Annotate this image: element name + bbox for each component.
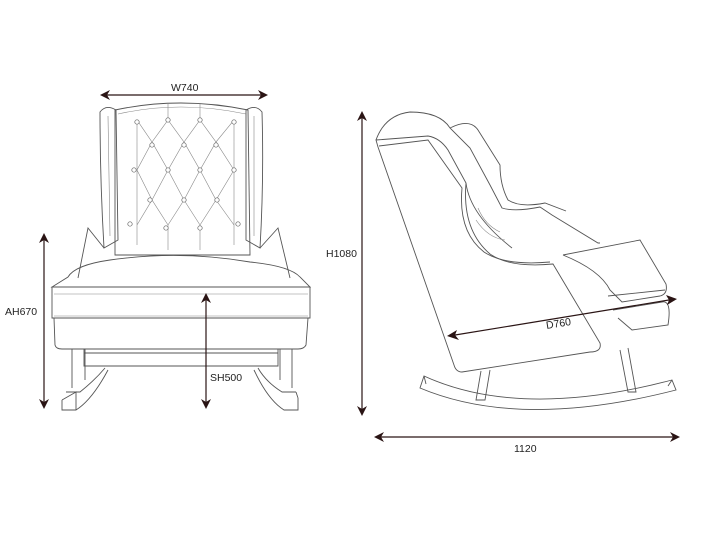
side-view-chair bbox=[375, 111, 677, 410]
seat-height-label: SH500 bbox=[210, 372, 243, 384]
tuft-buttons bbox=[127, 117, 241, 231]
arm-height-dimension-arrow bbox=[39, 233, 49, 409]
width-dimension-arrow bbox=[100, 90, 268, 100]
height-dimension-arrow bbox=[357, 111, 367, 416]
length-dimension-arrow bbox=[374, 432, 680, 442]
seat-height-dimension-arrow bbox=[201, 293, 211, 409]
depth-dimension-arrow bbox=[447, 295, 677, 340]
width-label: W740 bbox=[171, 82, 199, 94]
front-view-chair bbox=[50, 102, 312, 411]
overall-length-label: 1120 bbox=[514, 443, 537, 455]
arm-height-label: AH670 bbox=[5, 306, 38, 318]
height-label: H1080 bbox=[326, 248, 357, 260]
